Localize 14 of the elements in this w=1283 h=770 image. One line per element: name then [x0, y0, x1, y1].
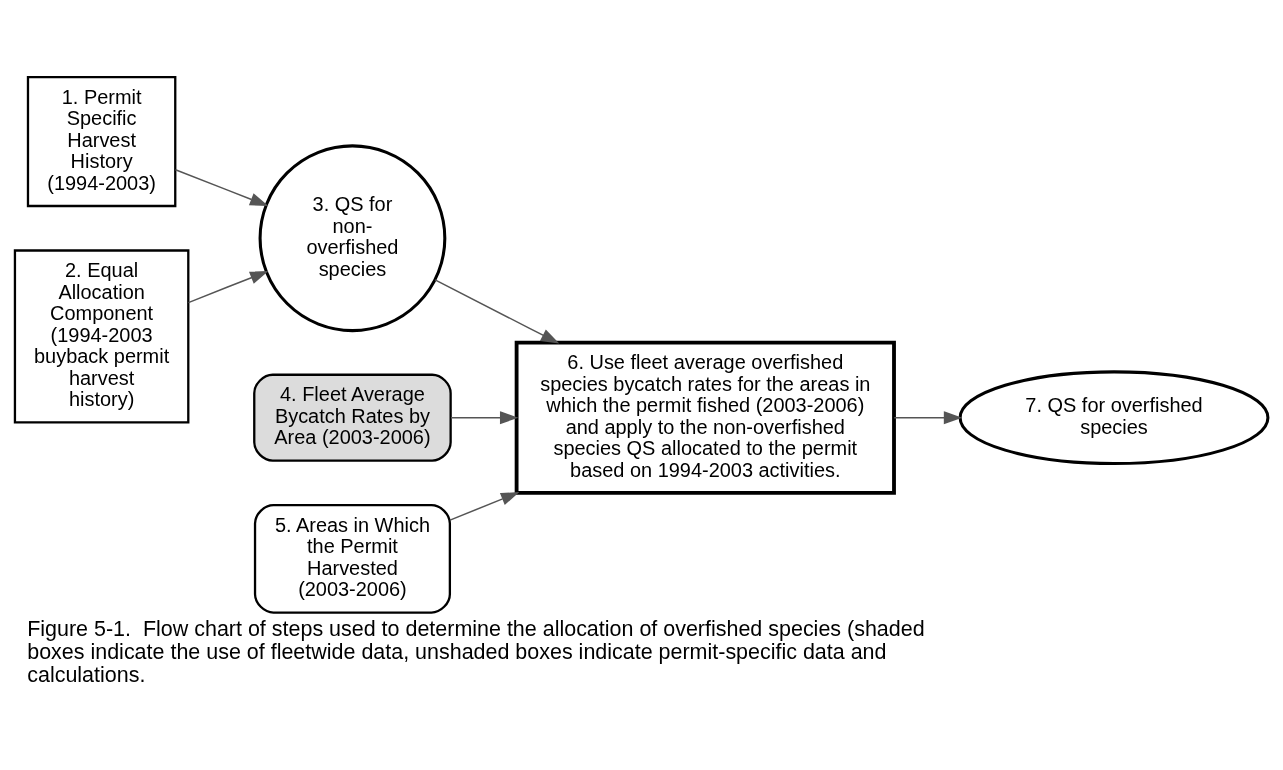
node-box: 2. Equal Allocation Component (1994-2003 buyback permit harvest history)	[13, 248, 190, 423]
node-box: 4. Fleet Average Bycatch Rates by Area (2003-2006)	[253, 373, 452, 462]
arrow	[174, 168, 269, 206]
arrow	[449, 491, 520, 521]
caption: Figure 5-1. Flow chart of steps used to determine the allocation of overfished species (shaded boxes indicate the use of fleetwide data, unshaded boxes indicate permit-specific data and calculations.	[27, 616, 925, 687]
node-box: 5. Areas in Which the Permit Harvested (2003-2006)	[253, 503, 451, 614]
arrow	[893, 410, 963, 424]
node-box: 1. Permit Specific Harvest History (1994-2003)	[26, 75, 177, 207]
arrow	[450, 410, 519, 424]
node-box: 6. Use fleet average overfished species bycatch rates for the areas in which the permit fished (2003-2006) and apply to the non-overfished species QS allocated to the permit based on 1994-2003 activities.	[514, 340, 896, 495]
node-circle: 3. QS for non-overfished species	[258, 143, 447, 332]
arrow	[187, 270, 269, 303]
arrow	[434, 278, 560, 344]
node-ellipse: 7. QS for overfished species	[958, 369, 1270, 465]
